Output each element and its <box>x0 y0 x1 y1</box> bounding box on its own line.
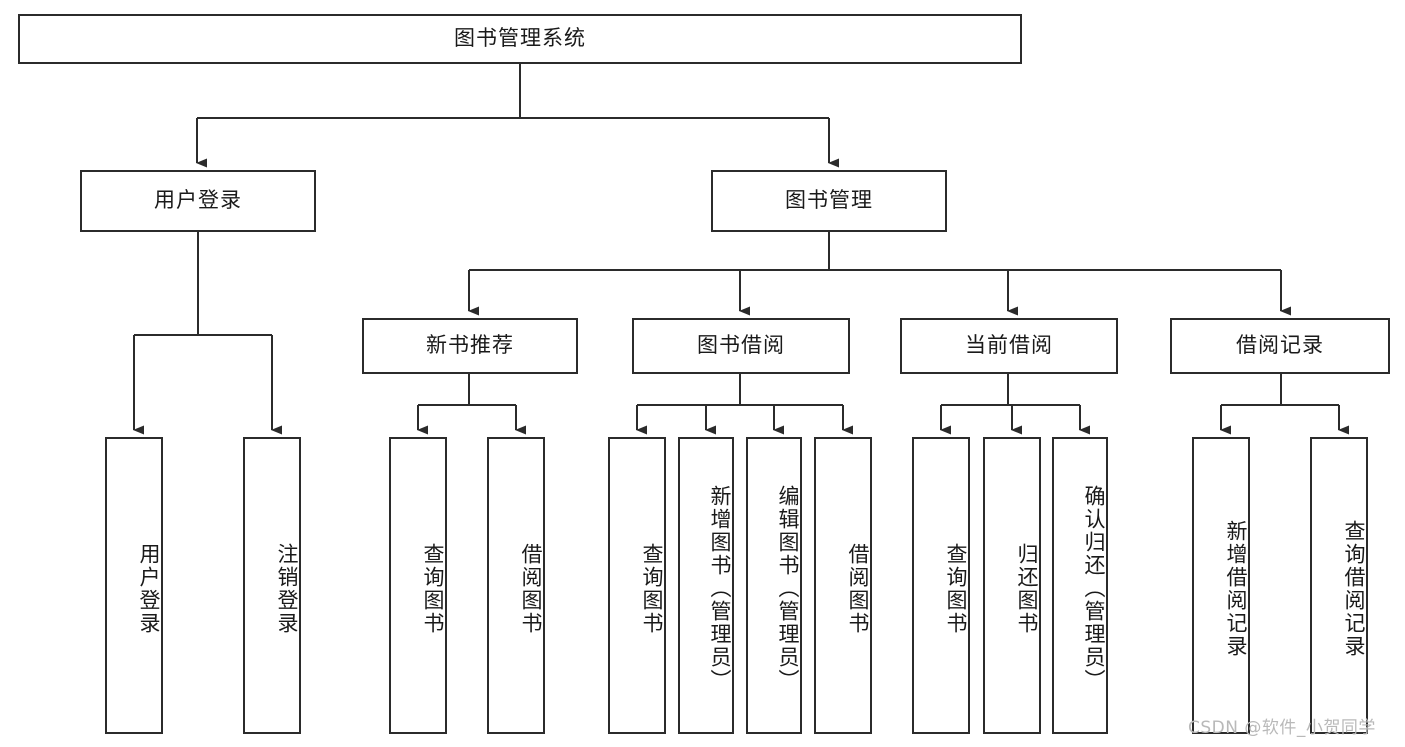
node-leaf-user-login[interactable]: 用户登录 <box>105 437 163 734</box>
node-leaf-confirm-return[interactable]: 确认归还（管理员） <box>1052 437 1108 734</box>
node-leaf-query-book-current[interactable]: 查询图书 <box>912 437 970 734</box>
node-leaf-edit-book[interactable]: 编辑图书（管理员） <box>746 437 802 734</box>
csdn-watermark: CSDN @软件_小贺同学 <box>1188 718 1376 738</box>
node-user-login[interactable]: 用户登录 <box>80 170 316 232</box>
node-borrow-records[interactable]: 借阅记录 <box>1170 318 1390 374</box>
node-current-borrow[interactable]: 当前借阅 <box>900 318 1118 374</box>
node-leaf-query-book-borrow[interactable]: 查询图书 <box>608 437 666 734</box>
node-leaf-query-book-recommend[interactable]: 查询图书 <box>389 437 447 734</box>
node-leaf-add-book[interactable]: 新增图书（管理员） <box>678 437 734 734</box>
node-leaf-logout[interactable]: 注销登录 <box>243 437 301 734</box>
node-leaf-borrow-book-recommend[interactable]: 借阅图书 <box>487 437 545 734</box>
node-book-management[interactable]: 图书管理 <box>711 170 947 232</box>
node-leaf-add-borrow-record[interactable]: 新增借阅记录 <box>1192 437 1250 734</box>
node-leaf-borrow-book[interactable]: 借阅图书 <box>814 437 872 734</box>
node-book-borrow[interactable]: 图书借阅 <box>632 318 850 374</box>
node-leaf-return-book[interactable]: 归还图书 <box>983 437 1041 734</box>
node-root-system[interactable]: 图书管理系统 <box>18 14 1022 64</box>
node-new-book-recommend[interactable]: 新书推荐 <box>362 318 578 374</box>
node-leaf-query-borrow-record[interactable]: 查询借阅记录 <box>1310 437 1368 734</box>
